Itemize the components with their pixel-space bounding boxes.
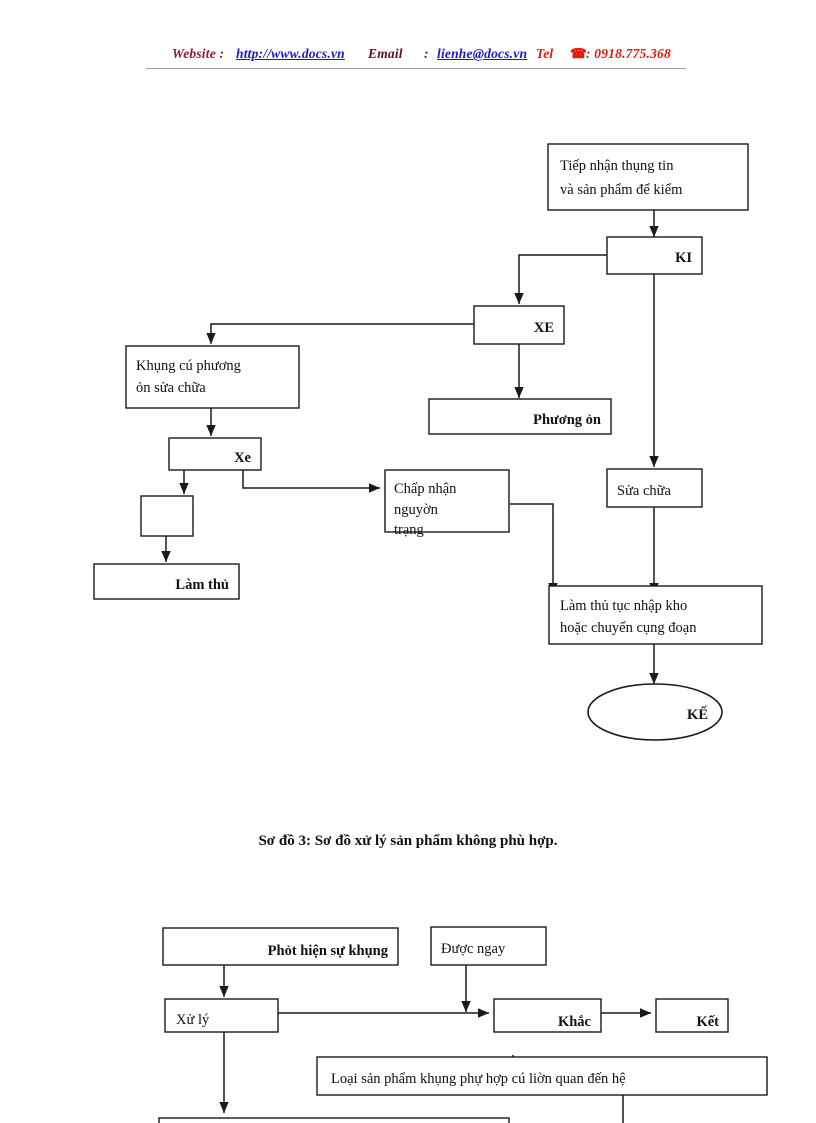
node-lam-thu-tuc-line1: Làm thủ tục nhập kho	[560, 598, 687, 614]
header-tel-number: : 0918.775.368	[586, 46, 671, 61]
node-xe-upper[interactable]: XE	[473, 305, 565, 345]
node-khac-label: Khắc	[558, 1014, 592, 1030]
page-header: Website : http://www.docs.vn Email : lie…	[0, 0, 816, 80]
header-divider-rule	[146, 68, 686, 69]
header-website-url-link[interactable]: http://www.docs.vn	[236, 46, 345, 61]
node-ket-thuc-terminator[interactable]: KẾ	[587, 683, 723, 741]
header-email-address-link[interactable]: lienhe@docs.vn	[437, 46, 528, 61]
header-tel-label: Tel	[536, 46, 554, 61]
node-lam-thu-tuc-nhap-kho[interactable]: Làm thủ tục nhập kho hoặc chuyển cụng đo…	[548, 585, 763, 645]
node-phuong-an[interactable]: Phương ỏn	[428, 398, 612, 435]
node-xu-ly-label: Xử lý	[176, 1012, 210, 1028]
node-ket[interactable]: Kết	[655, 998, 729, 1033]
node-sua-chua[interactable]: Sửa chữa	[606, 468, 703, 508]
node-khung-cu-line2: ỏn sửa chữa	[136, 380, 206, 396]
node-duoc-ngay-label: Được ngay	[441, 941, 506, 957]
node-ki[interactable]: KI	[606, 236, 703, 275]
header-email-label: Email	[368, 46, 403, 61]
node-bottom-clipped-box[interactable]	[158, 1117, 510, 1123]
node-loai-san-pham-label: Loại sản phẩm khụng phự hợp cú liờn quan…	[331, 1071, 626, 1087]
node-ket-label: Kết	[696, 1014, 719, 1030]
connectors-top	[161, 210, 659, 685]
node-lam-thu-tuc-line2: hoặc chuyển cụng đoạn	[560, 620, 697, 636]
node-duoc-ngay[interactable]: Được ngay	[430, 926, 547, 966]
node-ket-thuc-label: KẾ	[687, 706, 708, 723]
node-xe-lower[interactable]: Xe	[168, 437, 262, 471]
node-ki-label: KI	[675, 250, 692, 266]
node-chap-nhan-line1: Chấp nhận	[394, 481, 457, 497]
node-phuong-on-label: Phương ỏn	[533, 412, 601, 428]
node-xe-lower-label: Xe	[234, 450, 251, 466]
node-khung-cu-line1: Khụng cú phương	[136, 358, 241, 374]
node-sua-chua-label: Sửa chữa	[617, 483, 672, 499]
header-email-colon: :	[424, 46, 429, 61]
node-empty-box[interactable]	[140, 495, 194, 537]
node-chap-nhan-line2: nguyờn	[394, 502, 439, 518]
node-xu-ly[interactable]: Xử lý	[164, 998, 279, 1033]
node-tiep-nhan-line2: và sản phẩm để kiểm	[560, 182, 683, 198]
node-chap-nhan-line3: trạng	[394, 522, 424, 538]
node-xe-upper-label: XE	[534, 320, 554, 336]
node-khac[interactable]: Khắc	[493, 998, 602, 1033]
node-tiep-nhan-thong-tin[interactable]: Tiếp nhận thụng tin và sản phẩm để kiểm	[547, 143, 749, 211]
telephone-icon: ☎	[570, 46, 588, 61]
node-phat-hien-su-khong[interactable]: Phỏt hiện sự khụng	[162, 927, 399, 966]
node-phat-hien-label: Phỏt hiện sự khụng	[268, 943, 389, 959]
node-lam-thu-label: Làm thủ	[175, 577, 229, 593]
connectors-bottom	[219, 965, 652, 1123]
header-website-label: Website :	[172, 46, 225, 61]
node-khong-co-phuong-an-sua-chua[interactable]: Khụng cú phương ỏn sửa chữa	[125, 345, 300, 409]
node-tiep-nhan-line1: Tiếp nhận thụng tin	[560, 158, 674, 174]
node-chap-nhan-nguyen-trang[interactable]: Chấp nhận nguyờn trạng	[384, 469, 510, 538]
flowchart-so-do-3: Tiếp nhận thụng tin và sản phẩm để kiểm …	[93, 143, 763, 741]
node-loai-san-pham[interactable]: Loại sản phẩm khụng phự hợp cú liờn quan…	[316, 1056, 768, 1096]
flowchart-bottom: Phỏt hiện sự khụng Được ngay Xử lý Khắc …	[158, 926, 768, 1123]
node-lam-thu[interactable]: Làm thủ	[93, 563, 240, 600]
diagram-caption: Sơ đồ 3: Sơ đồ xử lý sản phẩm không phù …	[258, 833, 558, 849]
